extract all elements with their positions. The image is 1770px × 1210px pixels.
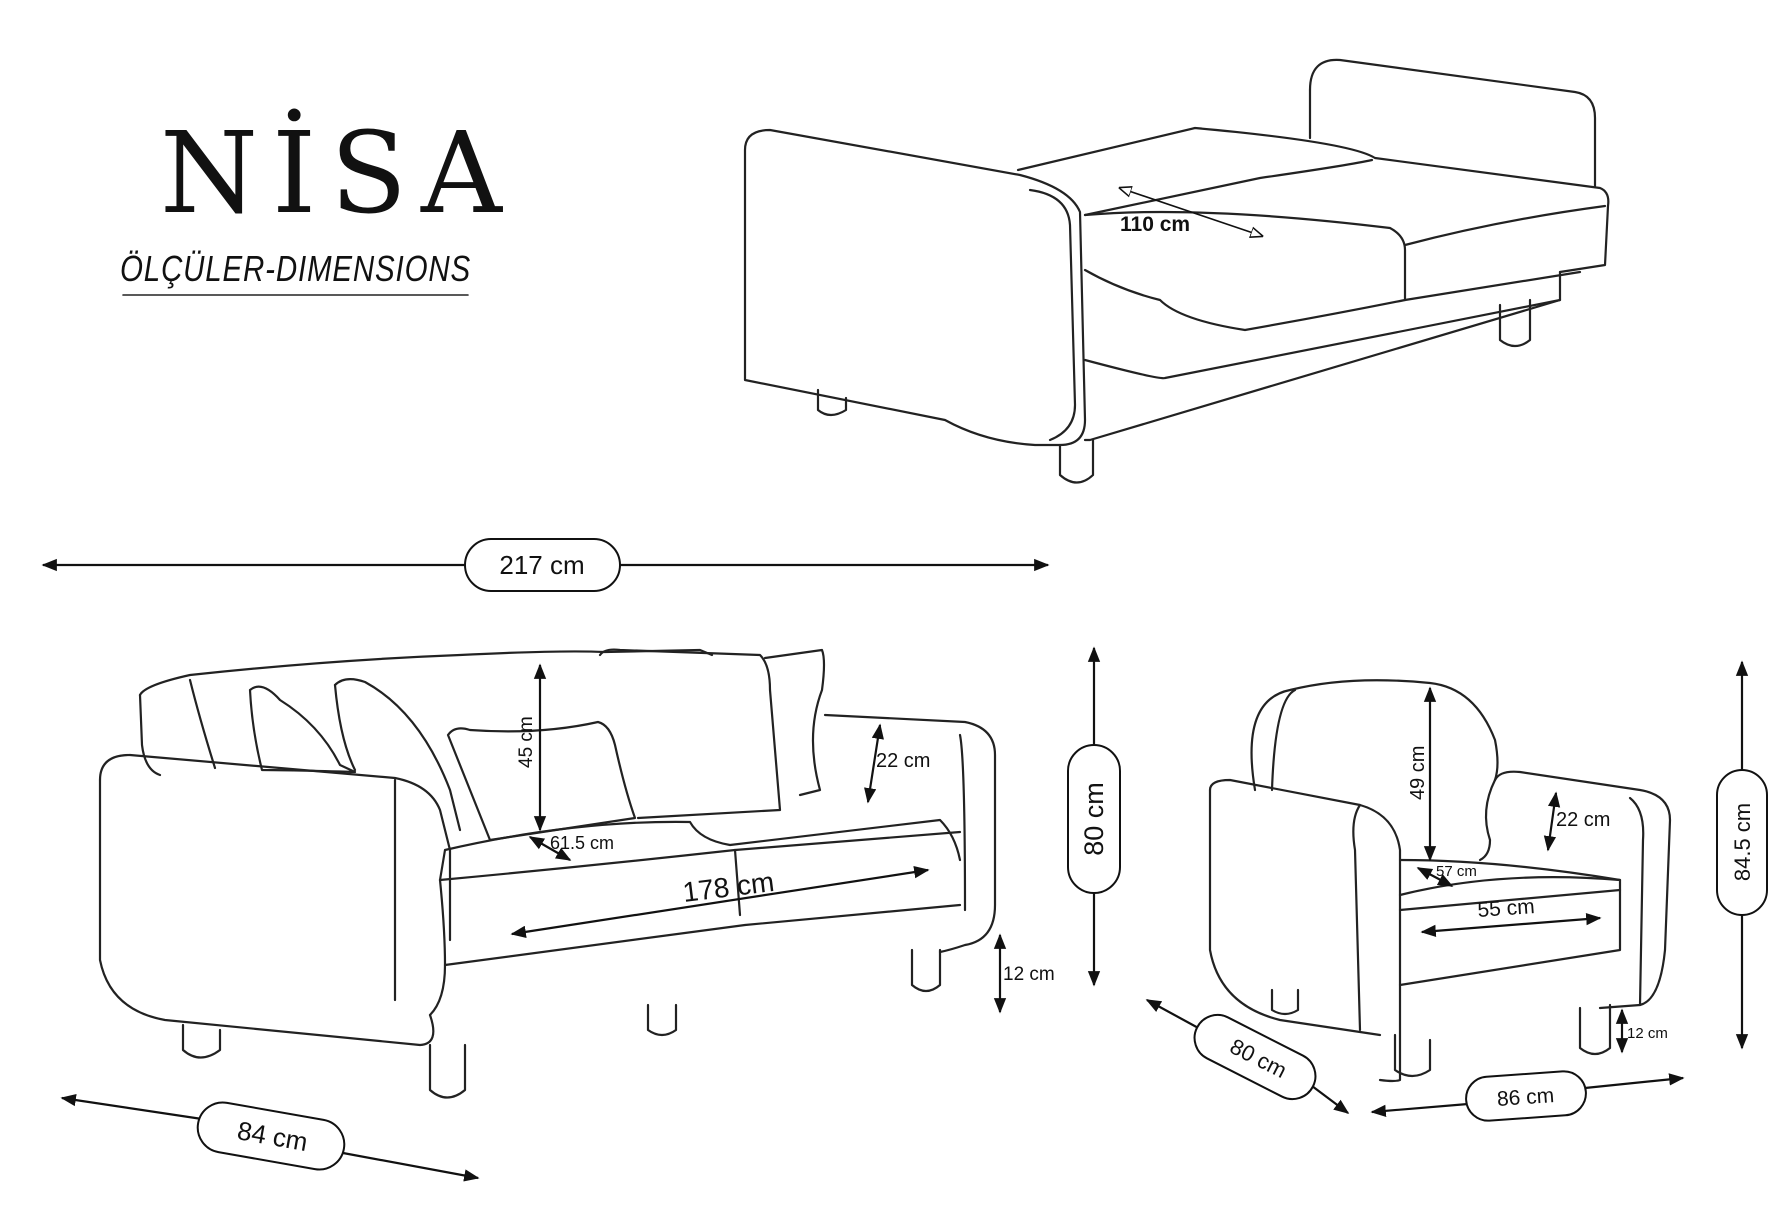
bed-depth-arrow bbox=[1120, 188, 1262, 236]
sofa-back-height-label: 45 cm bbox=[516, 716, 537, 768]
dimensions-subtitle: ÖLÇÜLER-DIMENSIONS bbox=[120, 248, 472, 289]
armchair-back-height-label: 49 cm bbox=[1407, 746, 1429, 800]
armchair-width-arrow-right bbox=[1584, 1073, 1685, 1090]
armchair-seat-width-label: 55 cm bbox=[1477, 895, 1536, 922]
armchair-depth-pill bbox=[1193, 1013, 1317, 1101]
armchair-height-pill bbox=[1716, 769, 1768, 916]
sofa-drawing bbox=[98, 648, 997, 1099]
armchair-depth-arrow-bottom bbox=[1307, 1082, 1350, 1114]
sofa-height-pill bbox=[1067, 744, 1121, 894]
armchair-drawing bbox=[1208, 679, 1672, 1083]
armchair-arm-height-label: 22 cm bbox=[1556, 809, 1610, 831]
armchair-leg-height-label: 12 cm bbox=[1627, 1025, 1668, 1042]
sofa-seat-width-label: 178 cm bbox=[681, 866, 776, 908]
sofa-width-label: 217 cm bbox=[499, 550, 584, 580]
sofa-seat-depth-arrow bbox=[528, 836, 572, 861]
armchair-seat-depth-label: 57 cm bbox=[1436, 863, 1477, 880]
armchair-width-arrow-left bbox=[1370, 1102, 1469, 1117]
sofa-leg-height-label: 12 cm bbox=[1003, 964, 1055, 985]
sofa-depth-arrow-right bbox=[342, 1151, 480, 1182]
sofa-seat-width-arrow bbox=[510, 866, 930, 938]
armchair-width-label: 86 cm bbox=[1496, 1084, 1555, 1111]
armchair-width-pill bbox=[1465, 1070, 1587, 1122]
sofa-depth-pill bbox=[196, 1101, 346, 1171]
sofa-seat-depth-label: 61.5 cm bbox=[550, 833, 614, 853]
sofa-arm-height-label: 22 cm bbox=[876, 750, 930, 772]
armchair-seat-width-arrow bbox=[1420, 912, 1602, 938]
armchair-arm-height-arrow bbox=[1543, 791, 1561, 852]
armchair-height-label: 84.5 cm bbox=[1730, 803, 1755, 881]
armchair-seat-depth-arrow bbox=[1416, 867, 1454, 887]
sofa-bed-drawing bbox=[743, 58, 1610, 484]
sofa-height-label: 80 cm bbox=[1079, 782, 1109, 856]
sofa-arm-height-arrow bbox=[864, 723, 884, 804]
bed-depth-label: 110 cm bbox=[1120, 213, 1190, 236]
sofa-depth-arrow-left bbox=[60, 1093, 203, 1121]
sofa-width-pill bbox=[464, 538, 621, 592]
armchair-depth-arrow-top bbox=[1145, 999, 1203, 1031]
brand-title: NİSA bbox=[160, 109, 516, 239]
